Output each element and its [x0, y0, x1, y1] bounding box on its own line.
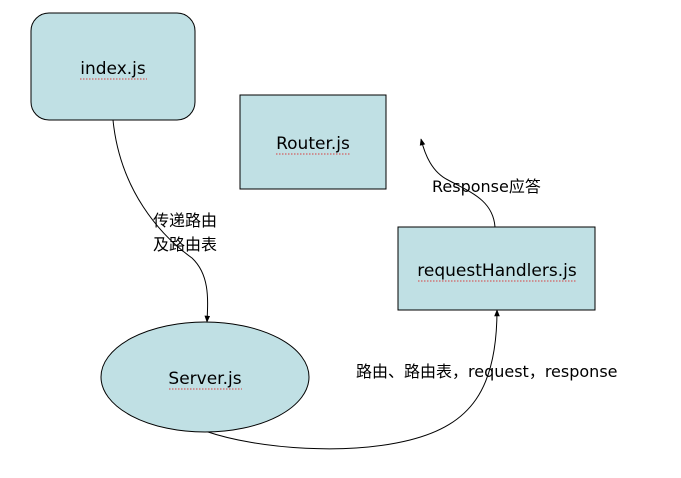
edge-label-handlers-router: Response应答 [432, 177, 541, 196]
edge-server-to-handlers: 路由、路由表，request，response [204, 309, 618, 450]
node-request-handlers-label: requestHandlers.js [417, 261, 577, 281]
node-server-shape [100, 321, 310, 433]
node-request-handlers[interactable]: requestHandlers.js [397, 226, 596, 311]
node-index-label: index.js [80, 59, 146, 79]
edge-label-server-handlers: 路由、路由表，request，response [356, 362, 618, 381]
edge-label-index-server-line2: 及路由表 [153, 235, 217, 254]
node-index[interactable]: index.js [30, 12, 196, 121]
node-router-label: Router.js [276, 134, 350, 154]
node-server-label: Server.js [168, 369, 241, 389]
edge-label-index-server-line1: 传递路由 [153, 211, 217, 230]
node-request-handlers-shape [397, 226, 596, 311]
node-server[interactable]: Server.js [100, 321, 310, 433]
node-router-shape [239, 94, 387, 190]
node-index-shape [30, 12, 196, 121]
edge-index-to-server: 传递路由 及路由表 [112, 119, 217, 323]
edge-handlers-to-router: Response应答 [419, 138, 541, 228]
node-router[interactable]: Router.js [239, 94, 387, 190]
